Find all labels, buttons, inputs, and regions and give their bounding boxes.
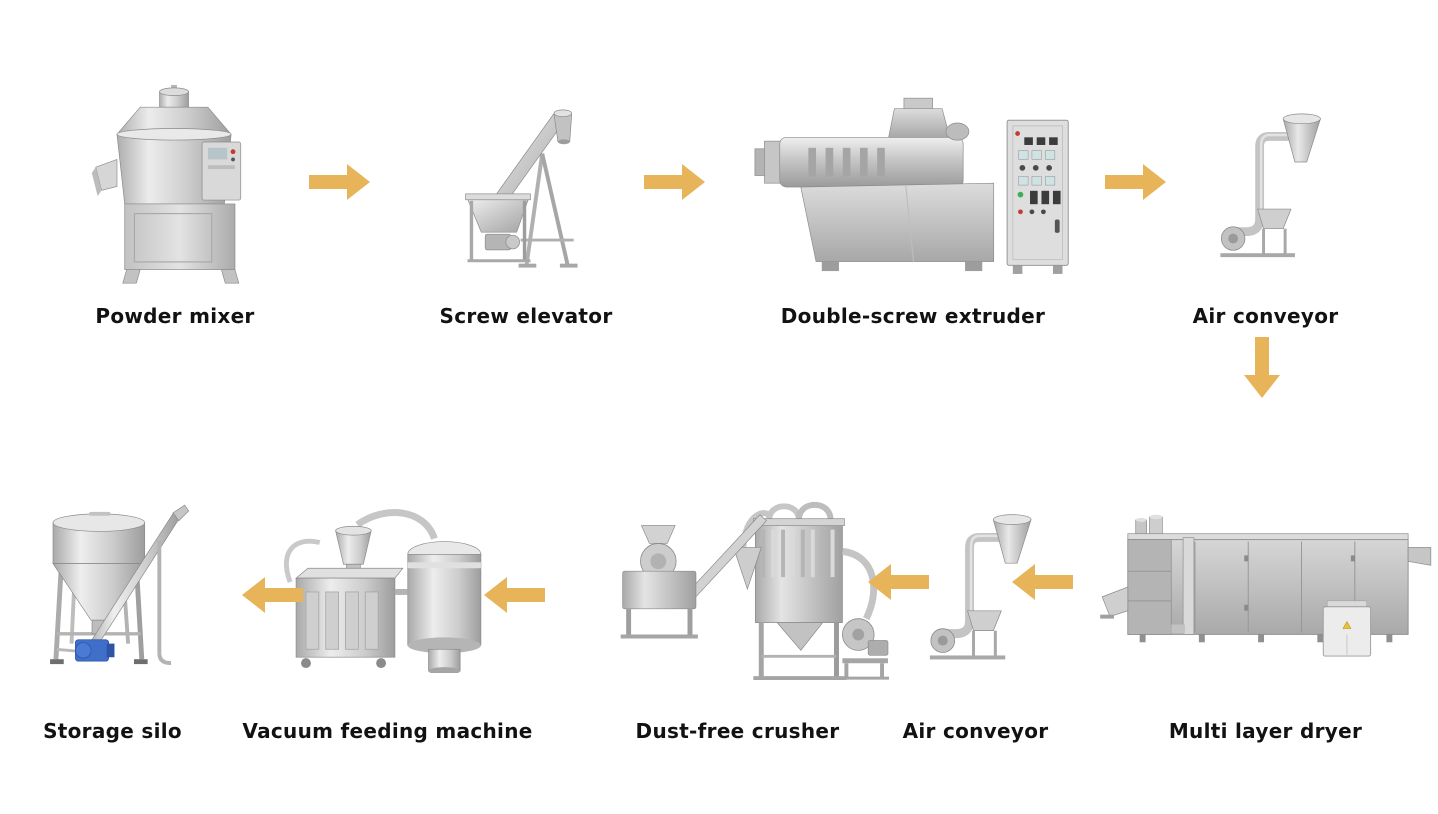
- stage-label: Double-screw extruder: [780, 304, 1046, 328]
- air-conveyor-icon: [1219, 113, 1321, 258]
- stage-label: Dust-free crusher: [635, 719, 840, 743]
- flow-arrow-right-icon: [309, 163, 371, 201]
- stage-label: Screw elevator: [439, 304, 613, 328]
- flow-arrow-down-icon: [1243, 337, 1281, 399]
- flow-arrow-right-icon: [644, 163, 706, 201]
- stage-vacuum-feeding-machine: Vacuum feeding machine: [242, 458, 532, 744]
- multi-layer-dryer-icon: [1099, 514, 1431, 657]
- storage-silo-icon: [49, 504, 189, 666]
- stage-label: Air conveyor: [902, 719, 1049, 743]
- air-conveyor-icon: [929, 514, 1032, 660]
- screw-elevator-icon: [465, 109, 578, 268]
- stage-label: Vacuum feeding machine: [242, 719, 533, 743]
- stage-label: Multi layer dryer: [1168, 719, 1363, 743]
- flow-arrow-left-icon: [241, 576, 303, 614]
- stage-label: Powder mixer: [95, 304, 255, 328]
- stage-multi-layer-dryer: Multi layer dryer: [1098, 458, 1433, 744]
- double-screw-extruder-icon: [754, 97, 1069, 274]
- stage-air-conveyor-bottom: Air conveyor: [893, 458, 1058, 744]
- stage-powder-mixer: Powder mixer: [55, 70, 295, 329]
- flow-arrow-left-icon: [867, 563, 929, 601]
- stage-dust-free-crusher: Dust-free crusher: [575, 458, 900, 744]
- dust-free-crusher-icon: [620, 502, 889, 681]
- stage-label: Storage silo: [43, 719, 182, 743]
- stage-double-screw-extruder: Double-screw extruder: [753, 70, 1073, 329]
- flow-arrow-right-icon: [1105, 163, 1167, 201]
- stage-storage-silo: Storage silo: [5, 458, 220, 744]
- flow-arrow-left-icon: [1011, 563, 1073, 601]
- vacuum-feeding-machine-icon: [283, 509, 481, 673]
- stage-label: Air conveyor: [1192, 304, 1339, 328]
- stage-screw-elevator: Screw elevator: [416, 70, 636, 329]
- stage-air-conveyor-top: Air conveyor: [1183, 70, 1348, 329]
- powder-mixer-icon: [91, 84, 242, 284]
- flow-arrow-left-icon: [483, 576, 545, 614]
